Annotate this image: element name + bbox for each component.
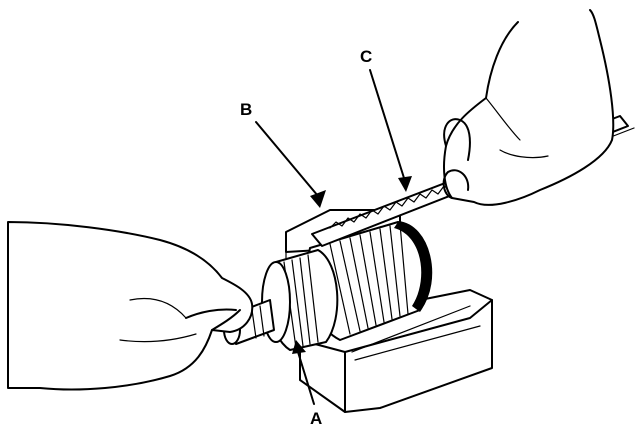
callout-a-label: A	[310, 409, 322, 428]
commutator	[223, 249, 339, 351]
armature-core	[306, 221, 433, 341]
callout-c-label: C	[360, 47, 372, 66]
right-hand	[442, 9, 615, 206]
left-hand	[7, 221, 254, 391]
callout-b-label: B	[240, 100, 252, 119]
callout-leaders	[255, 69, 412, 405]
